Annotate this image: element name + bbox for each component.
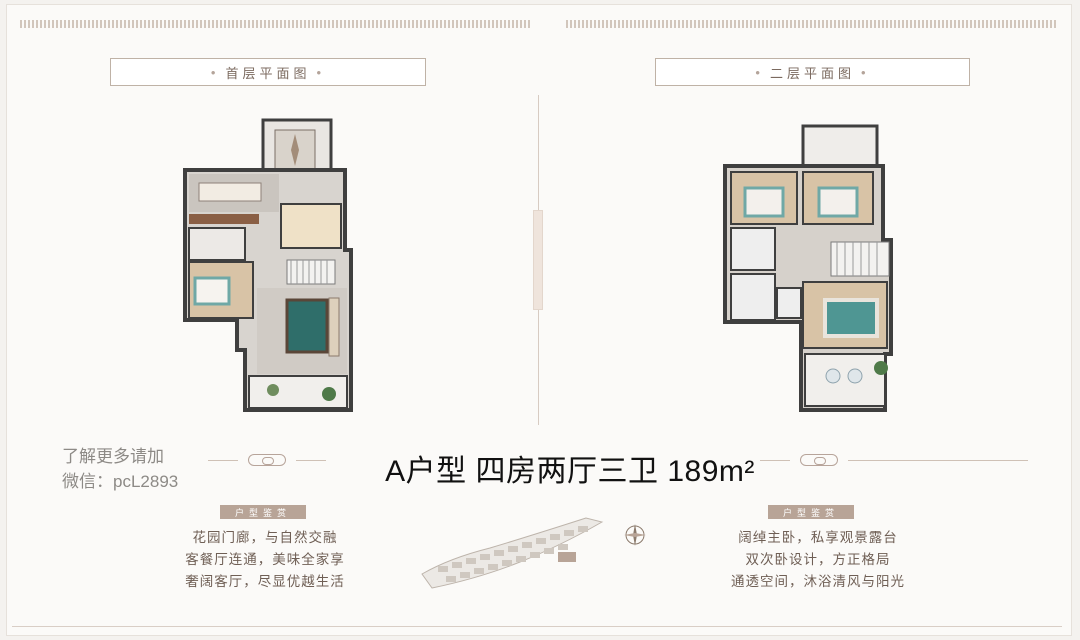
bathroom-3 xyxy=(730,273,776,321)
plant-icon xyxy=(322,387,336,401)
bed xyxy=(193,276,231,306)
floor-1-plan-drawing xyxy=(183,118,353,412)
left-panel-features: 花园门廊，与自然交融 客餐厅连通，美味全家享 奢阔客厅，尽显优越生活 xyxy=(165,527,365,593)
right-panel-tag: 户型鉴赏 xyxy=(768,505,854,519)
site-plan-thumbnail xyxy=(410,500,610,595)
floor-2-title: 二层平面图 xyxy=(769,65,855,81)
bathroom xyxy=(188,227,246,261)
master-balcony xyxy=(804,353,886,407)
watermark: 了解更多请加 微信：pcL2893 xyxy=(62,444,178,494)
feature-line: 奢阔客厅，尽显优越生活 xyxy=(185,574,345,590)
floor-2-plan xyxy=(715,118,915,418)
ornament-line xyxy=(296,459,326,461)
feature-line: 通透空间，沐浴清风与阳光 xyxy=(731,574,905,590)
sofa xyxy=(328,297,340,357)
plant-icon xyxy=(267,384,279,396)
divider-ornament xyxy=(533,210,543,310)
bed-2 xyxy=(743,186,785,218)
ornament-right xyxy=(760,453,1028,467)
ornament-knot-icon xyxy=(248,454,286,466)
stairs-2 xyxy=(830,241,890,277)
watermark-line-2: 微信：pcL2893 xyxy=(62,472,179,491)
diamond-icon: • xyxy=(861,64,870,80)
left-panel-tag: 户型鉴赏 xyxy=(220,505,306,519)
feature-line: 双次卧设计，方正格局 xyxy=(745,552,891,568)
floor-2-title-box: • 二层平面图 • xyxy=(655,58,970,86)
floor-2-plan-drawing xyxy=(723,124,893,412)
ornament-left xyxy=(208,453,326,467)
feature-line: 阔绰主卧，私享观景露台 xyxy=(738,530,898,546)
bathroom-2 xyxy=(730,227,776,271)
counter xyxy=(189,214,259,224)
master-bed xyxy=(823,298,879,338)
diamond-icon: • xyxy=(210,64,220,80)
living-rug xyxy=(285,298,329,354)
diamond-icon: • xyxy=(755,64,764,80)
dining-table xyxy=(198,182,262,202)
ornament-line xyxy=(760,459,790,461)
floor-1-title: 首层平面图 xyxy=(225,65,311,81)
ornament-line xyxy=(208,459,238,461)
compass-icon xyxy=(622,522,648,553)
diamond-icon: • xyxy=(316,64,326,80)
chair-icon xyxy=(847,368,863,384)
top-border-right xyxy=(566,20,1056,28)
floor-1-title-box: • 首层平面图 • xyxy=(110,58,426,86)
bottom-border xyxy=(12,626,1062,627)
bed-3 xyxy=(817,186,859,218)
unit-highlight xyxy=(558,552,576,562)
unit-type-headline: A户型 四房两厅三卫 189m² xyxy=(385,455,755,488)
kitchen xyxy=(280,203,342,249)
feature-line: 客餐厅连通，美味全家享 xyxy=(185,552,345,568)
ornament-knot-icon xyxy=(800,454,838,466)
top-border-left xyxy=(20,20,530,28)
right-panel-features: 阔绰主卧，私享观景露台 双次卧设计，方正格局 通透空间，沐浴清风与阳光 xyxy=(718,527,918,593)
site-plan-drawing xyxy=(421,517,604,589)
chair-icon xyxy=(825,368,841,384)
floor-1-plan xyxy=(175,110,365,420)
ornament-line xyxy=(848,459,1028,461)
stairs xyxy=(286,259,336,285)
watermark-line-1: 了解更多请加 xyxy=(62,447,164,466)
shower xyxy=(776,287,802,319)
porch-star-icon xyxy=(291,134,299,166)
plant-icon xyxy=(874,361,888,375)
feature-line: 花园门廊，与自然交融 xyxy=(192,530,338,546)
